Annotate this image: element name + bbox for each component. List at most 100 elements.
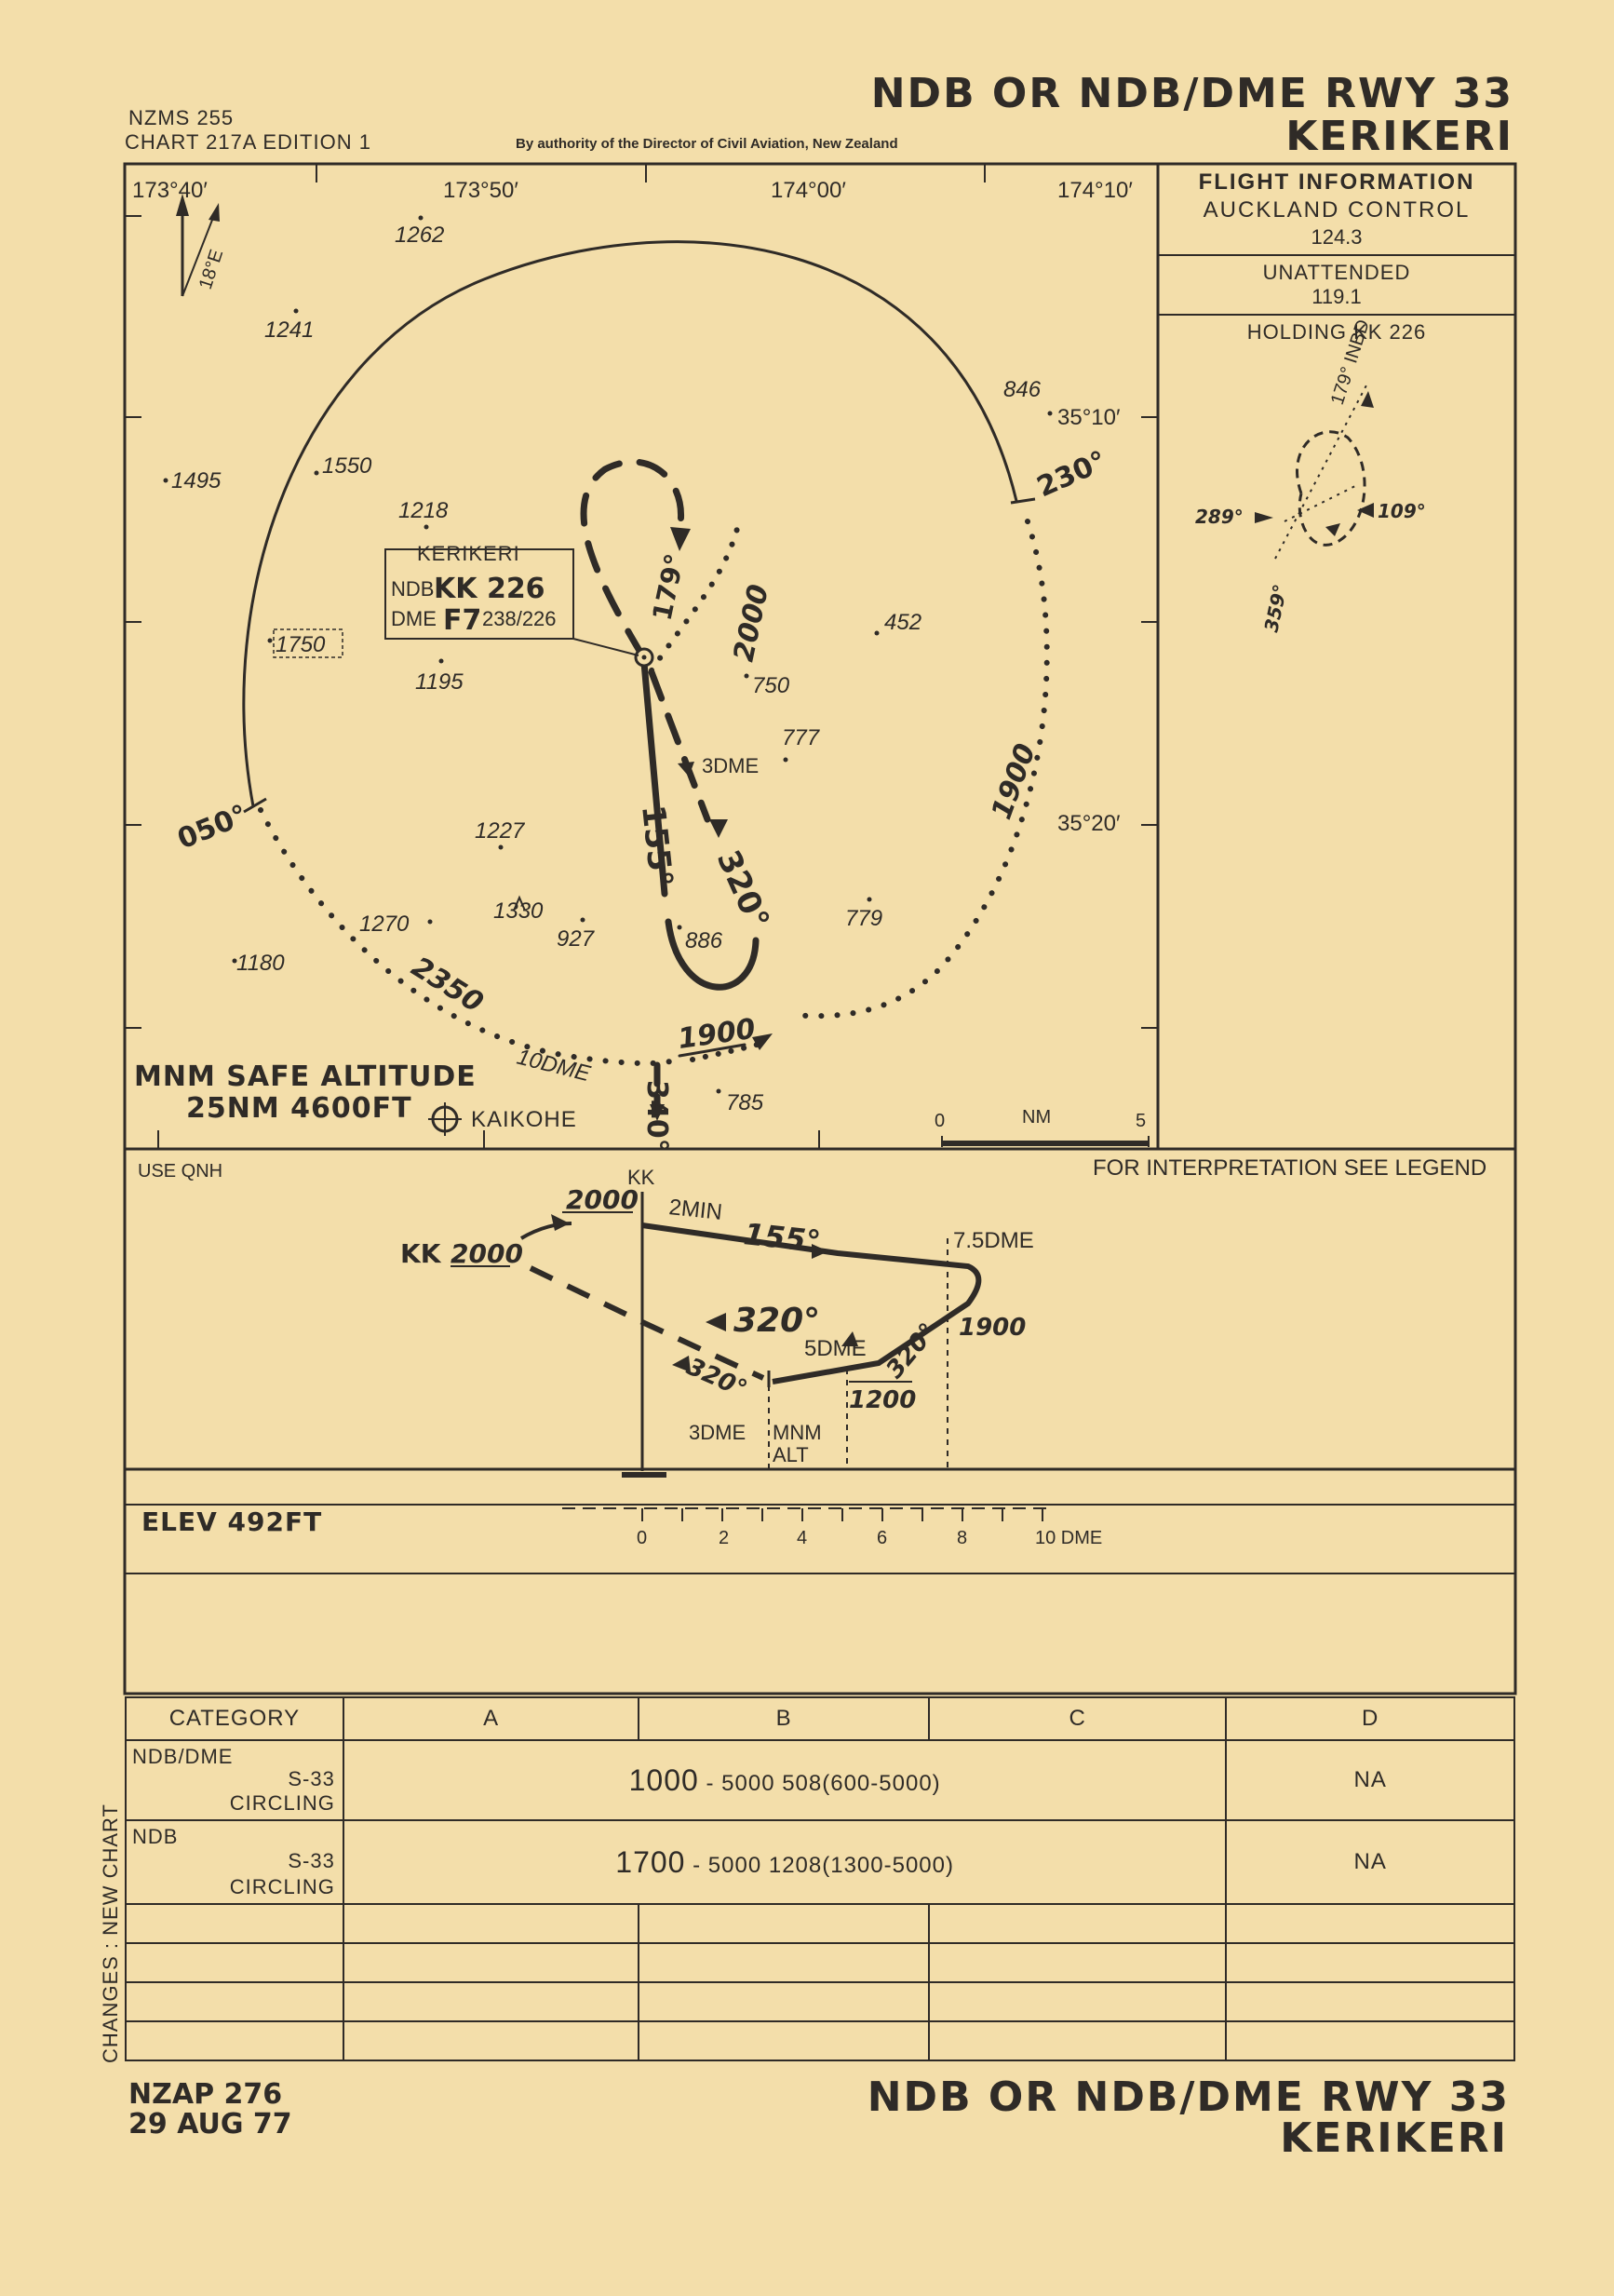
- row-type: CIRCLING: [229, 1791, 335, 1815]
- holding-title: HOLDING KK 226: [1246, 320, 1427, 344]
- scale-max: 5: [1136, 1111, 1146, 1131]
- minima-header-row: CATEGORY A B C D: [125, 1696, 1515, 1741]
- profile-track-320-desc: 320°: [682, 1353, 751, 1404]
- scale-unit: NM: [1022, 1107, 1051, 1128]
- lon-label: 174°00′: [771, 178, 846, 203]
- dme-scale-tick: 4: [797, 1528, 807, 1548]
- dme-scale-tick: 10 DME: [1035, 1528, 1102, 1548]
- flight-info-frequency: 124.3: [1311, 225, 1363, 249]
- dme-scale-tick: 8: [957, 1528, 967, 1548]
- magnetic-variation: 18°E: [195, 247, 227, 291]
- profile-kk-alt: 2000: [451, 1238, 523, 1269]
- header-cat-a: A: [342, 1696, 640, 1741]
- row-category: NDB: [132, 1825, 179, 1848]
- unattended-label: UNATTENDED: [1262, 261, 1411, 284]
- chart-title: NDB OR NDB/DME RWY 33: [870, 70, 1513, 117]
- chart-number: NZMS 255: [128, 106, 235, 129]
- row-minima-rest: - 5000 508(600-5000): [706, 1770, 941, 1796]
- msa-value: 25NM 4600FT: [186, 1092, 412, 1125]
- msa-radial-050: 050°: [173, 799, 252, 857]
- profile-alt-2000: 2000: [566, 1184, 639, 1215]
- row-minima-cell: 1700 - 5000 1208(1300-5000): [342, 1819, 1228, 1905]
- dme-scale-tick: 0: [637, 1528, 647, 1548]
- effective-date: 29 AUG 77: [128, 2108, 292, 2141]
- dme-scale-tick: 6: [877, 1528, 887, 1548]
- table-row: [125, 1981, 1515, 2022]
- msa-title: MNM SAFE ALTITUDE: [134, 1060, 477, 1093]
- spot-height: 1195: [415, 669, 464, 695]
- profile-kk-alt-prefix: KK: [400, 1238, 442, 1269]
- plan-alt-1900-east: 1900: [986, 739, 1042, 823]
- chart-location: KERIKERI: [1285, 113, 1513, 160]
- spot-height: 1330: [493, 898, 544, 924]
- row-minima-main: 1700: [615, 1844, 686, 1879]
- kaikohe-label: KAIKOHE: [471, 1107, 577, 1132]
- row-category: NDB/DME: [132, 1745, 234, 1768]
- profile-5dme: 5DME: [804, 1336, 867, 1361]
- flight-info-unit: AUCKLAND CONTROL: [1203, 197, 1471, 223]
- row-cat-d: NA: [1225, 1819, 1515, 1905]
- spot-height: 927: [557, 926, 596, 952]
- spot-height: 779: [845, 906, 882, 931]
- header-cat-d: D: [1225, 1696, 1515, 1741]
- row-minima-main: 1000: [628, 1763, 699, 1797]
- spot-height: 1750: [276, 632, 326, 657]
- profile-track-155: 155°: [742, 1216, 822, 1259]
- track-340: 340°: [640, 1080, 673, 1153]
- plan-3dme: 3DME: [702, 754, 759, 777]
- profile-kk: KK: [627, 1166, 655, 1189]
- ndb-prefix: NDB: [391, 577, 434, 601]
- footer-title: NDB OR NDB/DME RWY 33: [867, 2073, 1510, 2121]
- spot-height: 1241: [264, 317, 314, 343]
- spot-height: 452: [884, 610, 921, 635]
- spot-height: 1262: [395, 223, 444, 248]
- row-type: CIRCLING: [229, 1875, 335, 1898]
- header-cat-b: B: [638, 1696, 930, 1741]
- row-minima-cell: 1000 - 5000 508(600-5000): [342, 1739, 1228, 1821]
- row-approach: S-33: [288, 1849, 335, 1872]
- table-row: NDB S-33 CIRCLING 1700 - 5000 1208(1300-…: [125, 1819, 1515, 1905]
- spot-height: 1270: [359, 912, 410, 937]
- profile-alt-1900: 1900: [959, 1314, 1026, 1342]
- plan-alt-2350: 2350: [406, 951, 489, 1020]
- lon-label: 173°40′: [132, 178, 208, 203]
- holding-359: 359°: [1259, 582, 1291, 634]
- aerodrome-elevation: ELEV 492FT: [141, 1506, 322, 1537]
- minima-table: CATEGORY A B C D NDB/DME S-33 CIRCLING 1…: [125, 1696, 1515, 2061]
- holding-289: 289°: [1195, 506, 1244, 528]
- header-category: CATEGORY: [125, 1696, 344, 1741]
- spot-height: 1227: [475, 818, 526, 844]
- spot-height: 846: [1003, 377, 1042, 402]
- authority-note: By authority of the Director of Civil Av…: [516, 136, 898, 152]
- legend-note: FOR INTERPRETATION SEE LEGEND: [1093, 1155, 1486, 1181]
- table-row: NDB/DME S-33 CIRCLING 1000 - 5000 508(60…: [125, 1739, 1515, 1821]
- profile-3dme: 3DME: [689, 1421, 746, 1444]
- ndb-ident: KK 226: [434, 573, 545, 605]
- footer-location: KERIKERI: [1280, 2114, 1508, 2162]
- row-category-cell: NDB/DME S-33 CIRCLING: [125, 1739, 344, 1821]
- changes-note: CHANGES : NEW CHART: [99, 1803, 122, 2063]
- lat-label: 35°20′: [1057, 811, 1121, 836]
- flight-info-title: FLIGHT INFORMATION: [1198, 169, 1475, 195]
- spot-height: 1495: [171, 468, 222, 493]
- use-qnh: USE QNH: [138, 1161, 222, 1182]
- plan-alt-2000: 2000: [728, 582, 776, 665]
- lon-label: 173°50′: [443, 178, 518, 203]
- chart-frame: [123, 162, 1517, 1695]
- profile-75dme: 7.5DME: [953, 1228, 1034, 1253]
- dme-scale-tick: 2: [719, 1528, 729, 1548]
- table-row: [125, 1942, 1515, 1983]
- spot-height: 886: [685, 928, 723, 953]
- profile-alt-1200: 1200: [849, 1386, 916, 1414]
- row-approach: S-33: [288, 1767, 335, 1790]
- lat-label: 35°10′: [1057, 405, 1121, 430]
- row-cat-d: NA: [1225, 1739, 1515, 1821]
- dme-channel: 238/226: [482, 607, 557, 630]
- profile-alt: ALT: [773, 1443, 809, 1466]
- document-reference: NZAP 276: [128, 2078, 283, 2111]
- row-category-cell: NDB S-33 CIRCLING: [125, 1819, 344, 1905]
- spot-height: 1550: [322, 453, 372, 479]
- msa-radial-230: 230°: [1032, 445, 1111, 505]
- header-cat-c: C: [927, 1696, 1228, 1741]
